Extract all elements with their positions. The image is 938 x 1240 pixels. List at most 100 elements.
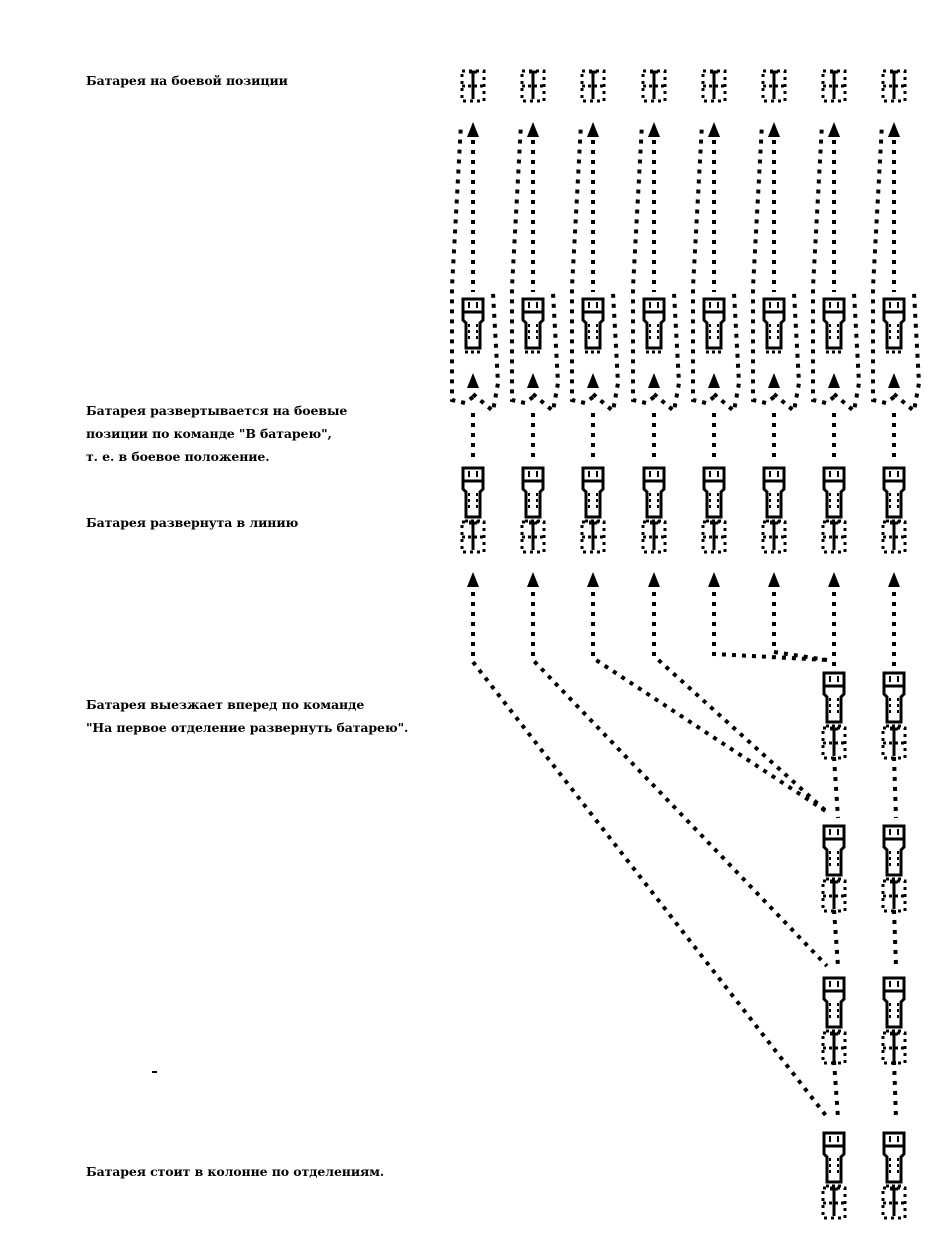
tractor-column-r3-c1 — [822, 976, 846, 1033]
tractor-deploying-2 — [521, 297, 545, 354]
tractor-line-8 — [882, 466, 906, 523]
tractor-deploying-3 — [581, 297, 605, 354]
caption-in-column: Батарея стоит в колонне по отделениям. — [86, 1164, 385, 1179]
forward-path-2 — [531, 592, 829, 968]
tractor-body — [822, 297, 846, 350]
tractor-body — [762, 466, 786, 519]
tractor-bed — [829, 1158, 839, 1176]
forward-arrow-6 — [768, 572, 780, 587]
deploy-loop-path-4 — [631, 123, 656, 406]
tractor-column-r2-c2 — [882, 824, 906, 881]
gun-wheelbase — [821, 726, 847, 760]
forward-path-5 — [712, 592, 828, 662]
tractor-column-r4-c2 — [882, 1131, 906, 1188]
gun-column-r2-c1 — [821, 879, 847, 913]
tractor-column-r3-c2 — [882, 976, 906, 1033]
gun-wheelbase — [641, 69, 667, 103]
tractor-body — [581, 466, 605, 519]
deploy-return-path-2 — [531, 292, 561, 415]
caption-moving-forward: Батарея выезжает вперед по команде "На п… — [86, 697, 409, 735]
tractor-column-r2-c1 — [822, 824, 846, 881]
section-combat-position — [460, 69, 907, 103]
gun-wheelbase — [520, 69, 546, 103]
forward-arrow-2 — [527, 572, 539, 587]
tractor-bed — [649, 324, 659, 342]
deploy-loop-path-7 — [811, 123, 836, 406]
tractor-line-1 — [461, 466, 485, 523]
gun-wheelbase — [881, 1186, 907, 1220]
deploy-arrow-lower-2 — [527, 373, 539, 388]
tractor-bed — [889, 493, 899, 511]
forward-arrow-5 — [708, 572, 720, 587]
tractor-bed — [889, 1003, 899, 1021]
tractor-line-7 — [822, 466, 846, 523]
tractor-column-r4-c1 — [822, 1131, 846, 1188]
tractor-bed — [889, 1158, 899, 1176]
gun-wheelbase — [580, 520, 606, 554]
tractor-body — [882, 976, 906, 1029]
forward-arrow-8 — [888, 572, 900, 587]
tractor-body — [521, 297, 545, 350]
tractor-body — [822, 671, 846, 724]
tractor-bed — [769, 493, 779, 511]
tractor-body — [882, 297, 906, 350]
gun-combat-4 — [641, 69, 667, 103]
tractor-body — [762, 297, 786, 350]
gun-wheelbase — [821, 1031, 847, 1065]
tractor-deploying-5 — [702, 297, 726, 354]
gun-line-2 — [520, 520, 546, 554]
gun-line-4 — [641, 520, 667, 554]
deploy-arrow-upper-1 — [467, 122, 479, 137]
gun-wheelbase — [701, 69, 727, 103]
tractor-line-3 — [581, 466, 605, 523]
deploy-arrow-upper-4 — [648, 122, 660, 137]
tractor-body — [581, 297, 605, 350]
tractor-bed — [468, 324, 478, 342]
tractor-bed — [588, 324, 598, 342]
forward-path-3 — [591, 592, 829, 814]
deploy-arrow-upper-5 — [708, 122, 720, 137]
tractor-body — [822, 976, 846, 1029]
tractor-bed — [829, 324, 839, 342]
gun-column-r3-c2 — [881, 1031, 907, 1065]
gun-wheelbase — [580, 69, 606, 103]
tractor-body — [882, 671, 906, 724]
deploy-loop-path-6 — [751, 123, 776, 406]
gun-line-6 — [761, 520, 787, 554]
gun-combat-5 — [701, 69, 727, 103]
gun-wheelbase — [821, 879, 847, 913]
tractor-body — [642, 297, 666, 350]
tractor-bed — [709, 493, 719, 511]
deploy-arrow-upper-3 — [587, 122, 599, 137]
caption-combat-position: Батарея на боевой позиции — [86, 73, 288, 88]
deploy-arrow-upper-6 — [768, 122, 780, 137]
forward-arrow-7 — [828, 572, 840, 587]
deploy-arrow-lower-1 — [467, 373, 479, 388]
deploy-loop-path-8 — [871, 123, 896, 406]
tractor-body — [822, 466, 846, 519]
column-link-7a — [832, 756, 840, 819]
deploy-arrow-lower-7 — [828, 373, 840, 388]
deploy-arrow-lower-4 — [648, 373, 660, 388]
tractor-bed — [889, 698, 899, 716]
deploy-loop-path-3 — [570, 123, 595, 406]
forward-path-1 — [471, 592, 829, 1119]
column-link-8c — [892, 1060, 898, 1119]
tractor-line-4 — [642, 466, 666, 523]
tractor-column-r1-c1 — [822, 671, 846, 728]
tractor-bed — [528, 493, 538, 511]
forward-arrow-1 — [467, 572, 479, 587]
forward-path-4 — [652, 592, 829, 814]
gun-line-7 — [821, 520, 847, 554]
tractor-body — [642, 466, 666, 519]
gun-line-1 — [460, 520, 486, 554]
deploy-return-path-4 — [652, 292, 682, 415]
tractor-bed — [829, 493, 839, 511]
gun-wheelbase — [881, 520, 907, 554]
tractor-body — [882, 466, 906, 519]
section-deployed-in-line — [460, 466, 907, 554]
caption-deployed-in-line: Батарея развернута в линию — [86, 515, 299, 530]
deploy-arrow-lower-3 — [587, 373, 599, 388]
tractor-deploying-7 — [822, 297, 846, 354]
